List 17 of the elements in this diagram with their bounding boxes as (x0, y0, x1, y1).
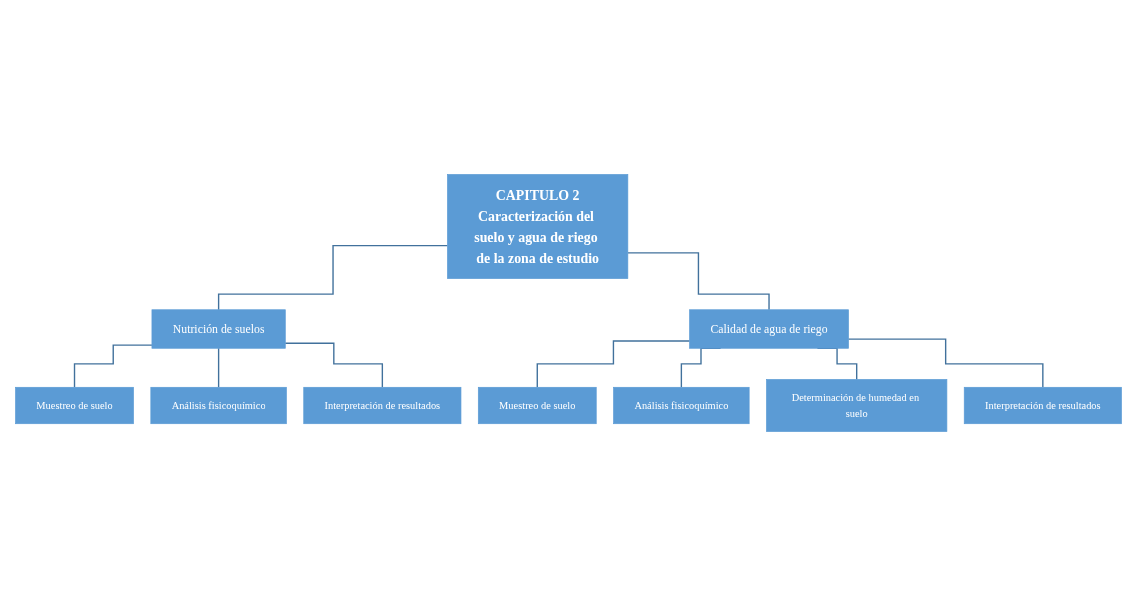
connector (284, 342, 384, 388)
node-box: Calidad de agua de riego (689, 308, 849, 349)
node-box: CAPITULO 2 Caracterización del suelo y agua de riego de la zona de estudio (447, 173, 629, 279)
connector (847, 337, 1044, 388)
node-box: Análisis fisicoquímico (150, 386, 287, 424)
node-box: Muestreo de suelo (477, 386, 597, 424)
node-box: Interpretación de resultados (963, 386, 1122, 424)
connector (217, 244, 449, 310)
node-box: Análisis fisicoquímico (613, 386, 750, 424)
node-box: Nutrición de suelos (151, 308, 286, 349)
connector (536, 339, 691, 388)
connector (73, 343, 153, 388)
node-box: Muestreo de suelo (15, 386, 134, 424)
connector (627, 251, 770, 310)
connector (217, 347, 220, 388)
node-box: Interpretación de resultados (303, 386, 462, 424)
node-box: Determinación de humedad en suelo (766, 378, 948, 432)
